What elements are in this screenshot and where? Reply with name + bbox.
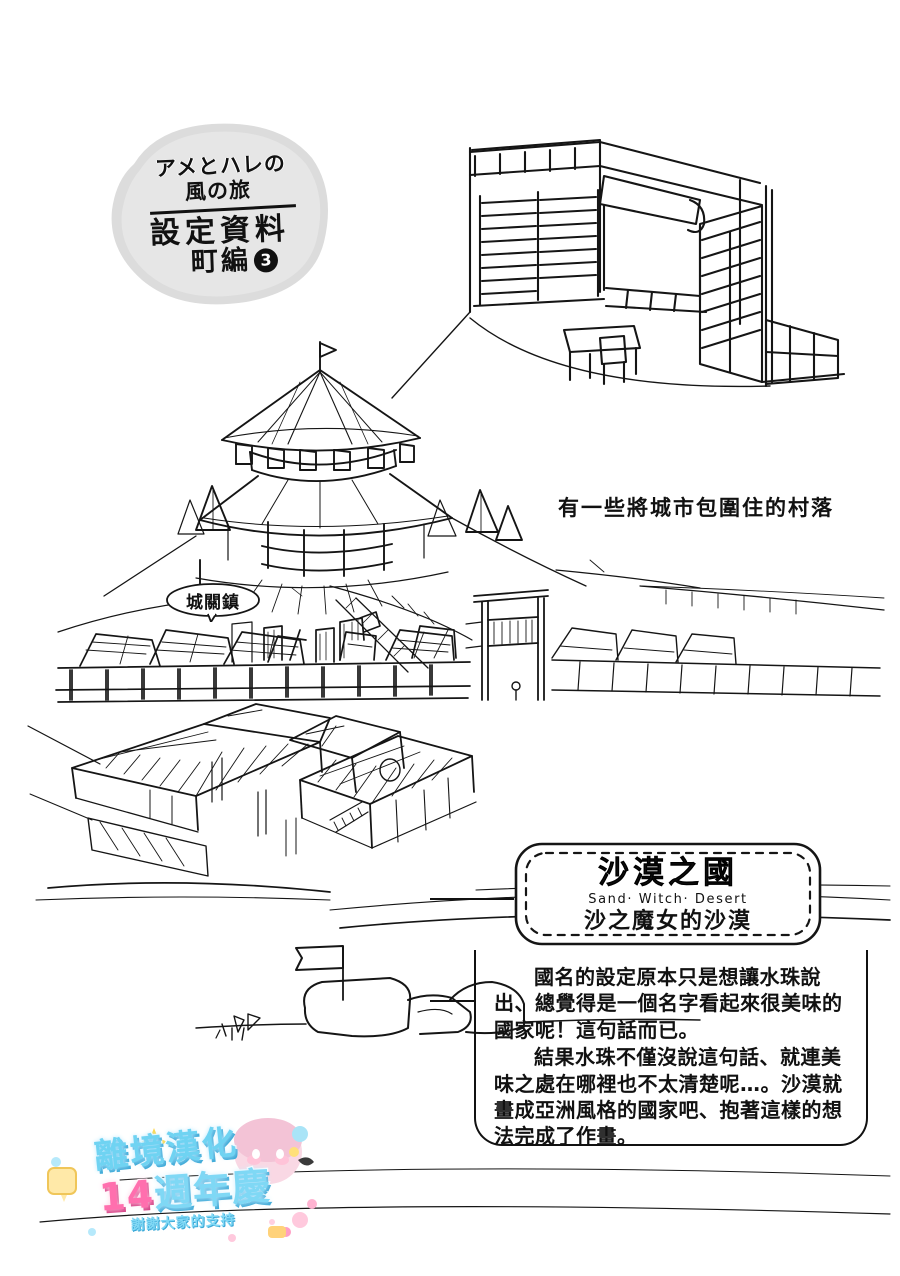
watermark-decoration xyxy=(47,1118,317,1242)
commentary-paragraph-2: 結果水珠不僅沒說這句話、就連美味之處在哪裡也不太清楚呢…。沙漠就畫成亞洲風格的國… xyxy=(494,1045,843,1149)
country-subtitle: 沙之魔女的沙漠 xyxy=(583,908,752,934)
castle-town-bubble: 城關鎮 xyxy=(164,582,262,622)
castle-town-label: 城關鎮 xyxy=(186,593,240,613)
nameplate-outline xyxy=(514,842,822,946)
badge-subheading: 町編 3 xyxy=(189,245,278,279)
watermark-anniversary-label: 週年慶 xyxy=(151,1163,273,1218)
watermark-text: 離境漢化 14週年慶 謝謝大家的支持 xyxy=(36,1112,326,1244)
volume-number-badge: 3 xyxy=(253,248,278,274)
title-badge: アメとハレの 風の旅 設定資料 町編 3 xyxy=(104,118,336,308)
commentary-panel: 國名的設定原本只是想讓水珠說出、總覺得是一個名字看起來很美味的國家呢！這句話而已… xyxy=(474,950,868,1148)
series-title-line2: 風の旅 xyxy=(184,177,252,204)
villages-annotation: 有一些將城市包圍住的村落 xyxy=(558,496,834,520)
country-name-latin: Sand· Witch· Desert xyxy=(588,891,748,907)
tiled-roof-houses-sketch xyxy=(27,703,477,877)
badge-heading: 設定資料 xyxy=(149,211,291,252)
badge-subheading-label: 町編 xyxy=(189,245,251,279)
nameplate-leader-line xyxy=(430,898,514,900)
pagoda-tower-sketch xyxy=(103,341,587,673)
watermark-thanks: 謝謝大家的支持 xyxy=(129,1211,236,1234)
series-title-line1: アメとハレの xyxy=(154,151,286,182)
bubble-outline xyxy=(166,583,260,622)
commentary-paragraph-1: 國名的設定原本只是想讓水珠說出、總覺得是一個名字看起來很美味的國家呢！這句話而已… xyxy=(494,965,843,1042)
country-name: 沙漠之國 xyxy=(598,854,738,891)
shop-interior-sketch xyxy=(391,138,846,399)
town-gate-sketch xyxy=(465,559,885,701)
text-panel-leader-line xyxy=(430,1000,476,1002)
watermark-anniversary-number: 14 xyxy=(96,1171,156,1221)
scanlation-watermark: 離境漢化 14週年慶 謝謝大家的支持 xyxy=(36,1112,326,1244)
badge-text-block: アメとハレの 風の旅 設定資料 町編 3 xyxy=(104,118,336,308)
nameplate-content: 沙漠之國 Sand· Witch· Desert 沙之魔女的沙漠 xyxy=(512,840,824,948)
country-nameplate: 沙漠之國 Sand· Witch· Desert 沙之魔女的沙漠 xyxy=(512,840,824,948)
walled-town-sketch xyxy=(55,585,473,703)
